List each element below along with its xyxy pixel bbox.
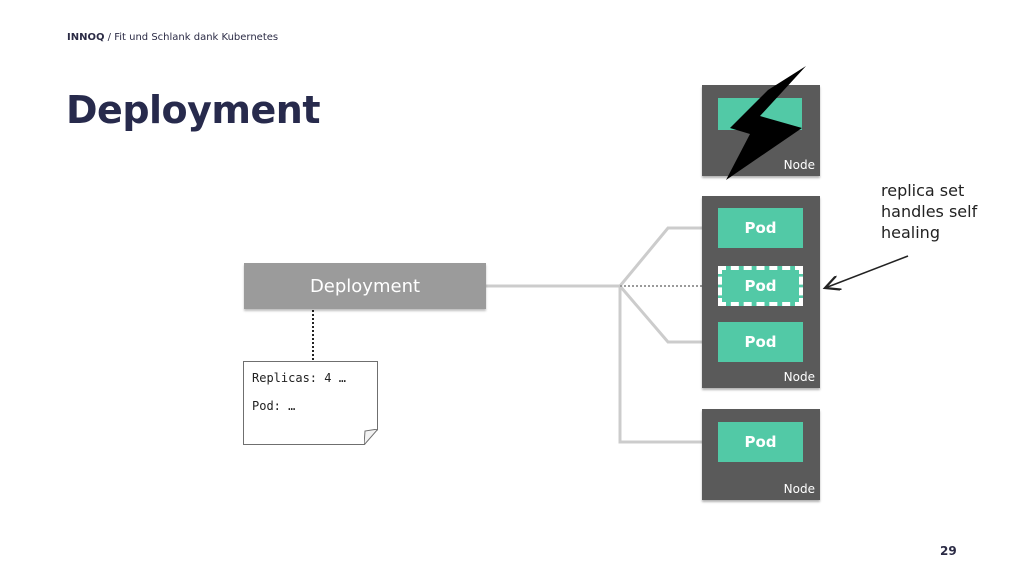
lightning-icon	[726, 66, 806, 180]
note-fold-icon	[364, 429, 378, 445]
note-pod: Pod: …	[252, 399, 296, 413]
annotation-arrow	[825, 255, 909, 288]
node-label: Node	[783, 370, 815, 384]
self-healing-annotation: replica set handles self healing	[881, 181, 978, 242]
pod-replacement: Pod	[718, 266, 803, 306]
connector-pod-1	[618, 226, 718, 287]
node-label: Node	[783, 158, 815, 172]
node-3: Pod Node	[702, 409, 820, 500]
deployment-spec-note: Replicas: 4 … Pod: …	[243, 361, 378, 445]
header-separator: /	[107, 32, 112, 43]
connector-pod-4	[618, 286, 718, 444]
deployment-box: Deployment	[244, 263, 486, 309]
brand-logo-text: INNOQ	[67, 32, 105, 43]
slide-header: INNOQ / Fit und Schlank dank Kubernetes	[67, 32, 278, 43]
header-subtitle: Fit und Schlank dank Kubernetes	[114, 32, 279, 43]
note-replicas: Replicas: 4 …	[252, 371, 346, 385]
pod: Pod	[718, 322, 803, 362]
slide-title: Deployment	[66, 88, 321, 132]
connector-pod-3	[618, 285, 718, 344]
pod: Pod	[718, 208, 803, 248]
node-2: Pod Pod Pod Node	[702, 196, 820, 388]
node-label: Node	[783, 482, 815, 496]
deployment-label: Deployment	[309, 275, 421, 297]
pod: Pod	[718, 422, 803, 462]
page-number: 29	[940, 544, 957, 558]
